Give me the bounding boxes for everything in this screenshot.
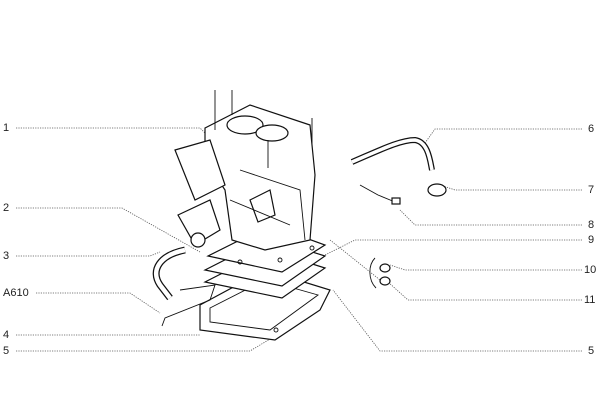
- callout-7: 7: [588, 184, 595, 196]
- callout-3: 3: [3, 250, 10, 262]
- callout-2: 2: [3, 202, 10, 214]
- callout-6: 6: [588, 123, 595, 135]
- callout-10: 10: [584, 264, 597, 276]
- callout-a610: A610: [3, 287, 29, 299]
- callout-11: 11: [584, 294, 596, 306]
- callout-1: 1: [3, 122, 10, 134]
- callout-4: 4: [3, 329, 10, 341]
- callout-9: 9: [588, 234, 595, 246]
- callout-5-left: 5: [3, 345, 10, 357]
- callout-5-right: 5: [588, 345, 595, 357]
- callout-8: 8: [588, 219, 595, 231]
- small-parts: [152, 136, 447, 327]
- carburetor-body: [174, 90, 316, 251]
